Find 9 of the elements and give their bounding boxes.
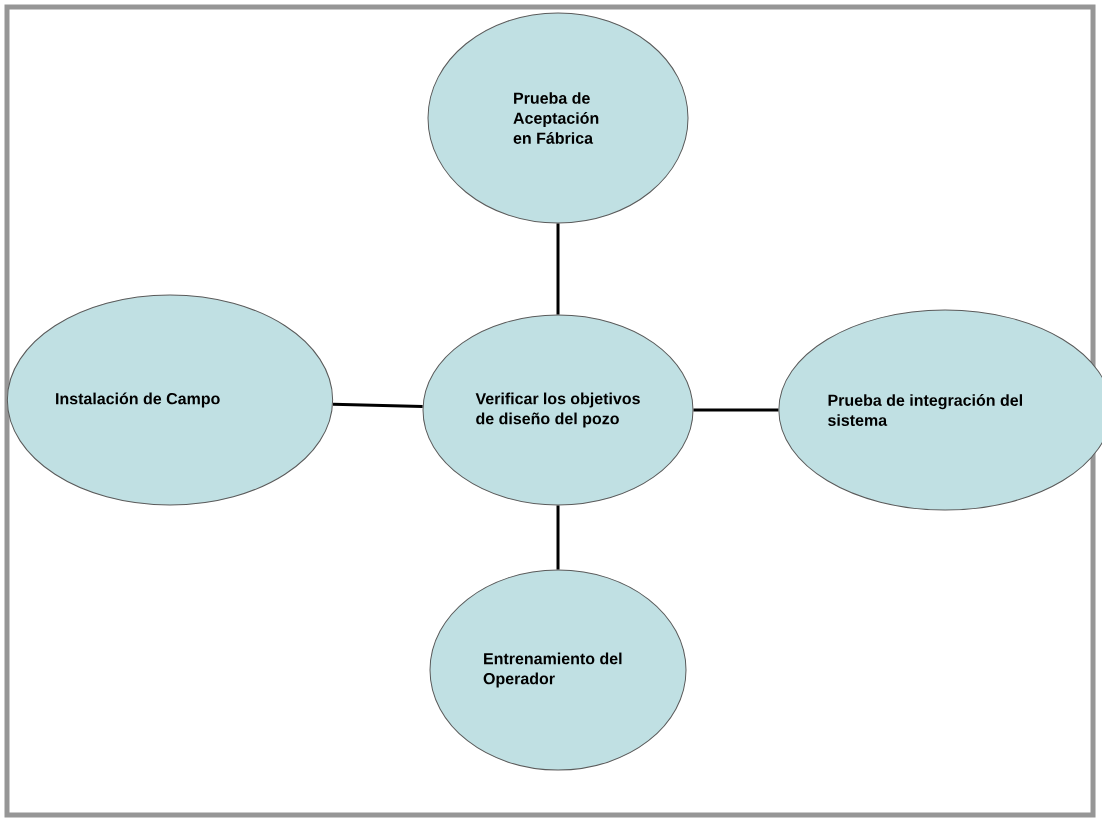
connector-line [556, 505, 560, 570]
ellipse-node: Entrenamiento del Operador [429, 569, 687, 771]
connector-line [332, 402, 423, 408]
ellipse-node: Prueba de Aceptación en Fábrica [427, 12, 689, 224]
connector-line [693, 408, 779, 412]
ellipse-node: Instalación de Campo [6, 294, 334, 506]
connector-line [556, 223, 560, 315]
ellipse-node: Verificar los objetivos de diseño del pozo [422, 314, 694, 506]
ellipse-node: Prueba de integración del sistema [778, 309, 1102, 511]
